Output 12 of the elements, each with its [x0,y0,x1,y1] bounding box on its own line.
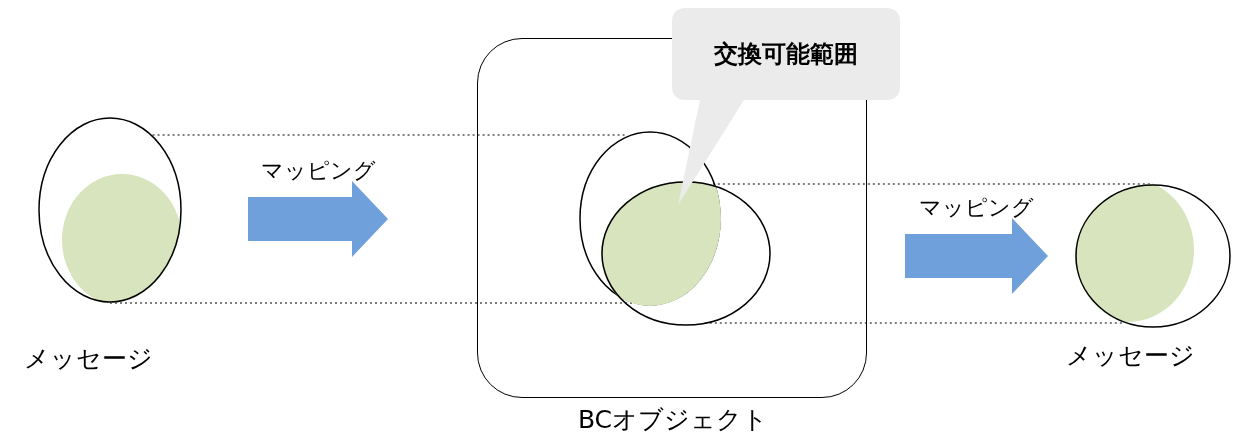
projection-line [151,134,627,136]
set-ellipse-drawing [601,181,771,326]
node-label: メッセージ [1064,340,1196,372]
node-label: BCオブジェクト [576,404,770,436]
block-arrow [248,181,388,257]
node-label: メッセージ [22,343,154,375]
edge-label: マッピング [917,194,1035,222]
callout-tooltip [672,8,900,205]
block-arrow [905,218,1048,294]
callout-text: 交換可能範囲 [713,39,859,70]
edge-label: マッピング [259,157,377,185]
projection-line [109,302,635,304]
